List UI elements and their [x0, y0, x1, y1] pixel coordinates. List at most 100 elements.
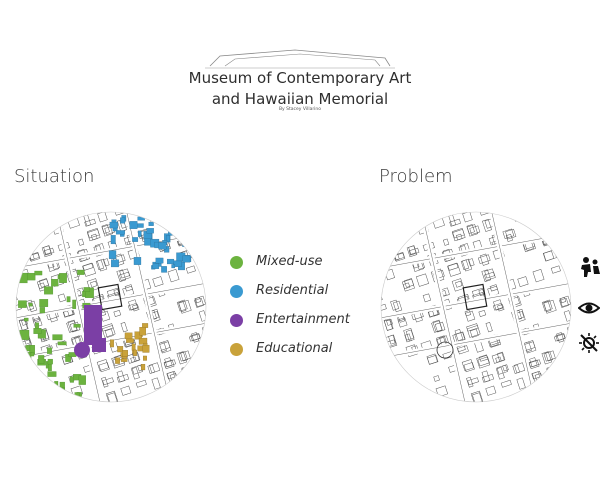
- building-outline: [90, 280, 98, 288]
- building-outline: [433, 375, 440, 382]
- building-outline: [23, 236, 33, 247]
- zone-mixed-use: [30, 352, 35, 357]
- building-outline: [27, 300, 38, 313]
- building-outline: [482, 218, 492, 232]
- zone-residential: [169, 227, 175, 233]
- building-outline: [41, 245, 53, 258]
- building-outline: [502, 228, 515, 239]
- building-outline: [381, 241, 383, 251]
- building-outline: [469, 225, 481, 235]
- building-outline: [472, 392, 483, 402]
- zone-mixed-use: [39, 299, 49, 307]
- zone-residential: [137, 216, 145, 221]
- zone-mixed-use: [22, 392, 30, 399]
- building-outline: [163, 359, 176, 368]
- zone-mixed-use: [72, 299, 77, 309]
- building-outline: [59, 390, 66, 398]
- building-outline: [16, 236, 19, 247]
- building-outline: [492, 302, 503, 311]
- building-outline: [379, 289, 381, 299]
- building-outline: [28, 252, 41, 262]
- building-outline: [175, 391, 184, 399]
- building-outline: [120, 322, 128, 333]
- building-outline: [565, 259, 571, 273]
- building-outline: [107, 392, 118, 402]
- building-outline: [204, 328, 206, 338]
- building-outline: [489, 284, 498, 292]
- building-outline: [435, 385, 449, 398]
- situation-map: [15, 211, 207, 403]
- situation-title: Situation: [14, 166, 95, 187]
- zone-residential: [155, 214, 159, 223]
- building-outline: [189, 231, 200, 243]
- building-outline: [178, 350, 191, 362]
- building-outline: [29, 252, 40, 261]
- zone-educational: [133, 349, 137, 356]
- road-edge: [381, 319, 571, 361]
- building-outline: [126, 352, 140, 364]
- zone-residential: [178, 220, 189, 228]
- building-outline: [381, 252, 387, 263]
- building-outline: [454, 329, 464, 342]
- zone-residential: [115, 230, 126, 235]
- zone-residential: [133, 257, 142, 265]
- building-outline: [447, 262, 459, 271]
- building-outline: [449, 218, 461, 227]
- building-outline: [188, 333, 201, 342]
- building-outline: [82, 262, 94, 271]
- zone-educational: [122, 350, 128, 357]
- building-outline: [569, 328, 571, 338]
- building-outline: [465, 310, 476, 322]
- building-outline: [75, 400, 87, 402]
- building-outline: [86, 229, 101, 242]
- zone-entertainment: [84, 305, 102, 345]
- building-outline: [379, 339, 381, 351]
- building-outline: [21, 236, 27, 243]
- building-outline: [463, 362, 475, 373]
- zone-residential: [182, 255, 191, 263]
- sun-crossed-icon: [579, 333, 599, 353]
- zone-mixed-use: [30, 381, 35, 385]
- zone-residential: [166, 235, 170, 242]
- zone-residential: [179, 227, 189, 232]
- building-outline: [505, 228, 517, 240]
- zone-residential: [136, 223, 144, 228]
- building-outline: [555, 332, 566, 342]
- building-outline: [204, 228, 206, 238]
- zone-mixed-use: [23, 317, 29, 322]
- building-outline: [464, 310, 472, 317]
- building-outline: [563, 361, 571, 375]
- building-outline: [507, 395, 520, 402]
- building-outline: [479, 253, 490, 266]
- road: [416, 212, 472, 402]
- building-outline: [404, 278, 415, 288]
- building-outline: [381, 303, 387, 312]
- building-outline: [406, 245, 418, 258]
- zone-educational: [124, 332, 133, 340]
- building-outline: [397, 317, 408, 328]
- zone-residential: [179, 222, 187, 227]
- building-outline: [16, 394, 17, 402]
- building-outline: [500, 379, 512, 388]
- building-outline: [178, 299, 192, 314]
- building-outline: [142, 395, 155, 402]
- building-outline: [381, 253, 391, 267]
- building-outline: [505, 233, 513, 242]
- building-outline: [556, 332, 565, 343]
- road-edge: [381, 279, 571, 321]
- building-outline: [477, 356, 490, 367]
- building-outline: [166, 370, 179, 385]
- building-outline: [113, 309, 122, 317]
- building-outline: [440, 400, 452, 402]
- building-outline: [497, 304, 505, 312]
- building-outline: [120, 385, 132, 396]
- building-outline: [190, 332, 201, 342]
- building-outline: [112, 212, 126, 216]
- zone-educational: [126, 338, 134, 343]
- building-outline: [381, 339, 384, 349]
- building-outline: [542, 402, 552, 404]
- building-outline: [184, 214, 193, 226]
- building-outline: [388, 236, 398, 247]
- building-outline: [383, 319, 393, 331]
- zone-mixed-use: [47, 371, 57, 377]
